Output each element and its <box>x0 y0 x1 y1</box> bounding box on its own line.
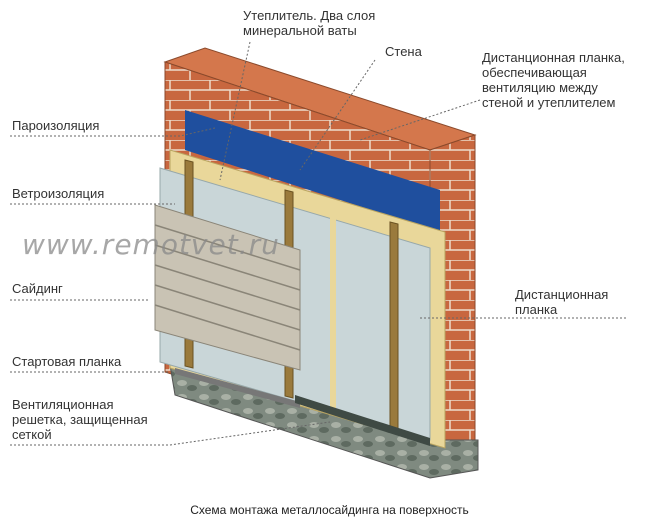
label-line: минеральной ваты <box>243 23 357 38</box>
vent-grille <box>295 395 430 446</box>
label-wall: Стена <box>385 44 422 59</box>
battens <box>184 159 399 431</box>
label-line: вентиляцию между <box>482 80 598 95</box>
label-vapor-barrier: Пароизоляция <box>12 118 100 133</box>
starter-strip <box>175 368 300 408</box>
label-line: стеной и утеплителем <box>482 95 616 110</box>
label-line: Вентиляционная <box>12 397 114 412</box>
watermark: www.remotvet.ru <box>22 228 280 261</box>
label-vent-grille: Вентиляционная решетка, защищенная сетко… <box>12 397 148 442</box>
label-insulation: Утеплитель. Два слоя минеральной ваты <box>243 8 375 38</box>
label-line: планка <box>515 302 558 317</box>
label-line: Дистанционная <box>515 287 609 302</box>
label-line: Дистанционная планка, <box>482 50 625 65</box>
label-line: Утеплитель. Два слоя <box>243 8 376 23</box>
label-spacer-bottom: Дистанционная планка <box>515 287 608 317</box>
label-spacer-top: Дистанционная планка, обеспечивающая вен… <box>482 50 625 110</box>
label-starter-strip: Стартовая планка <box>12 354 122 369</box>
label-line: решетка, защищенная <box>12 412 148 427</box>
label-line: сеткой <box>12 427 52 442</box>
label-siding: Сайдинг <box>12 281 63 296</box>
label-line: обеспечивающая <box>482 65 587 80</box>
vapor-barrier-layer <box>185 110 440 232</box>
siding-panels <box>154 204 301 371</box>
label-wind-barrier: Ветроизоляция <box>12 186 105 201</box>
leader-lines <box>10 41 628 446</box>
caption: Схема монтажа металлосайдинга на поверхн… <box>190 503 469 517</box>
